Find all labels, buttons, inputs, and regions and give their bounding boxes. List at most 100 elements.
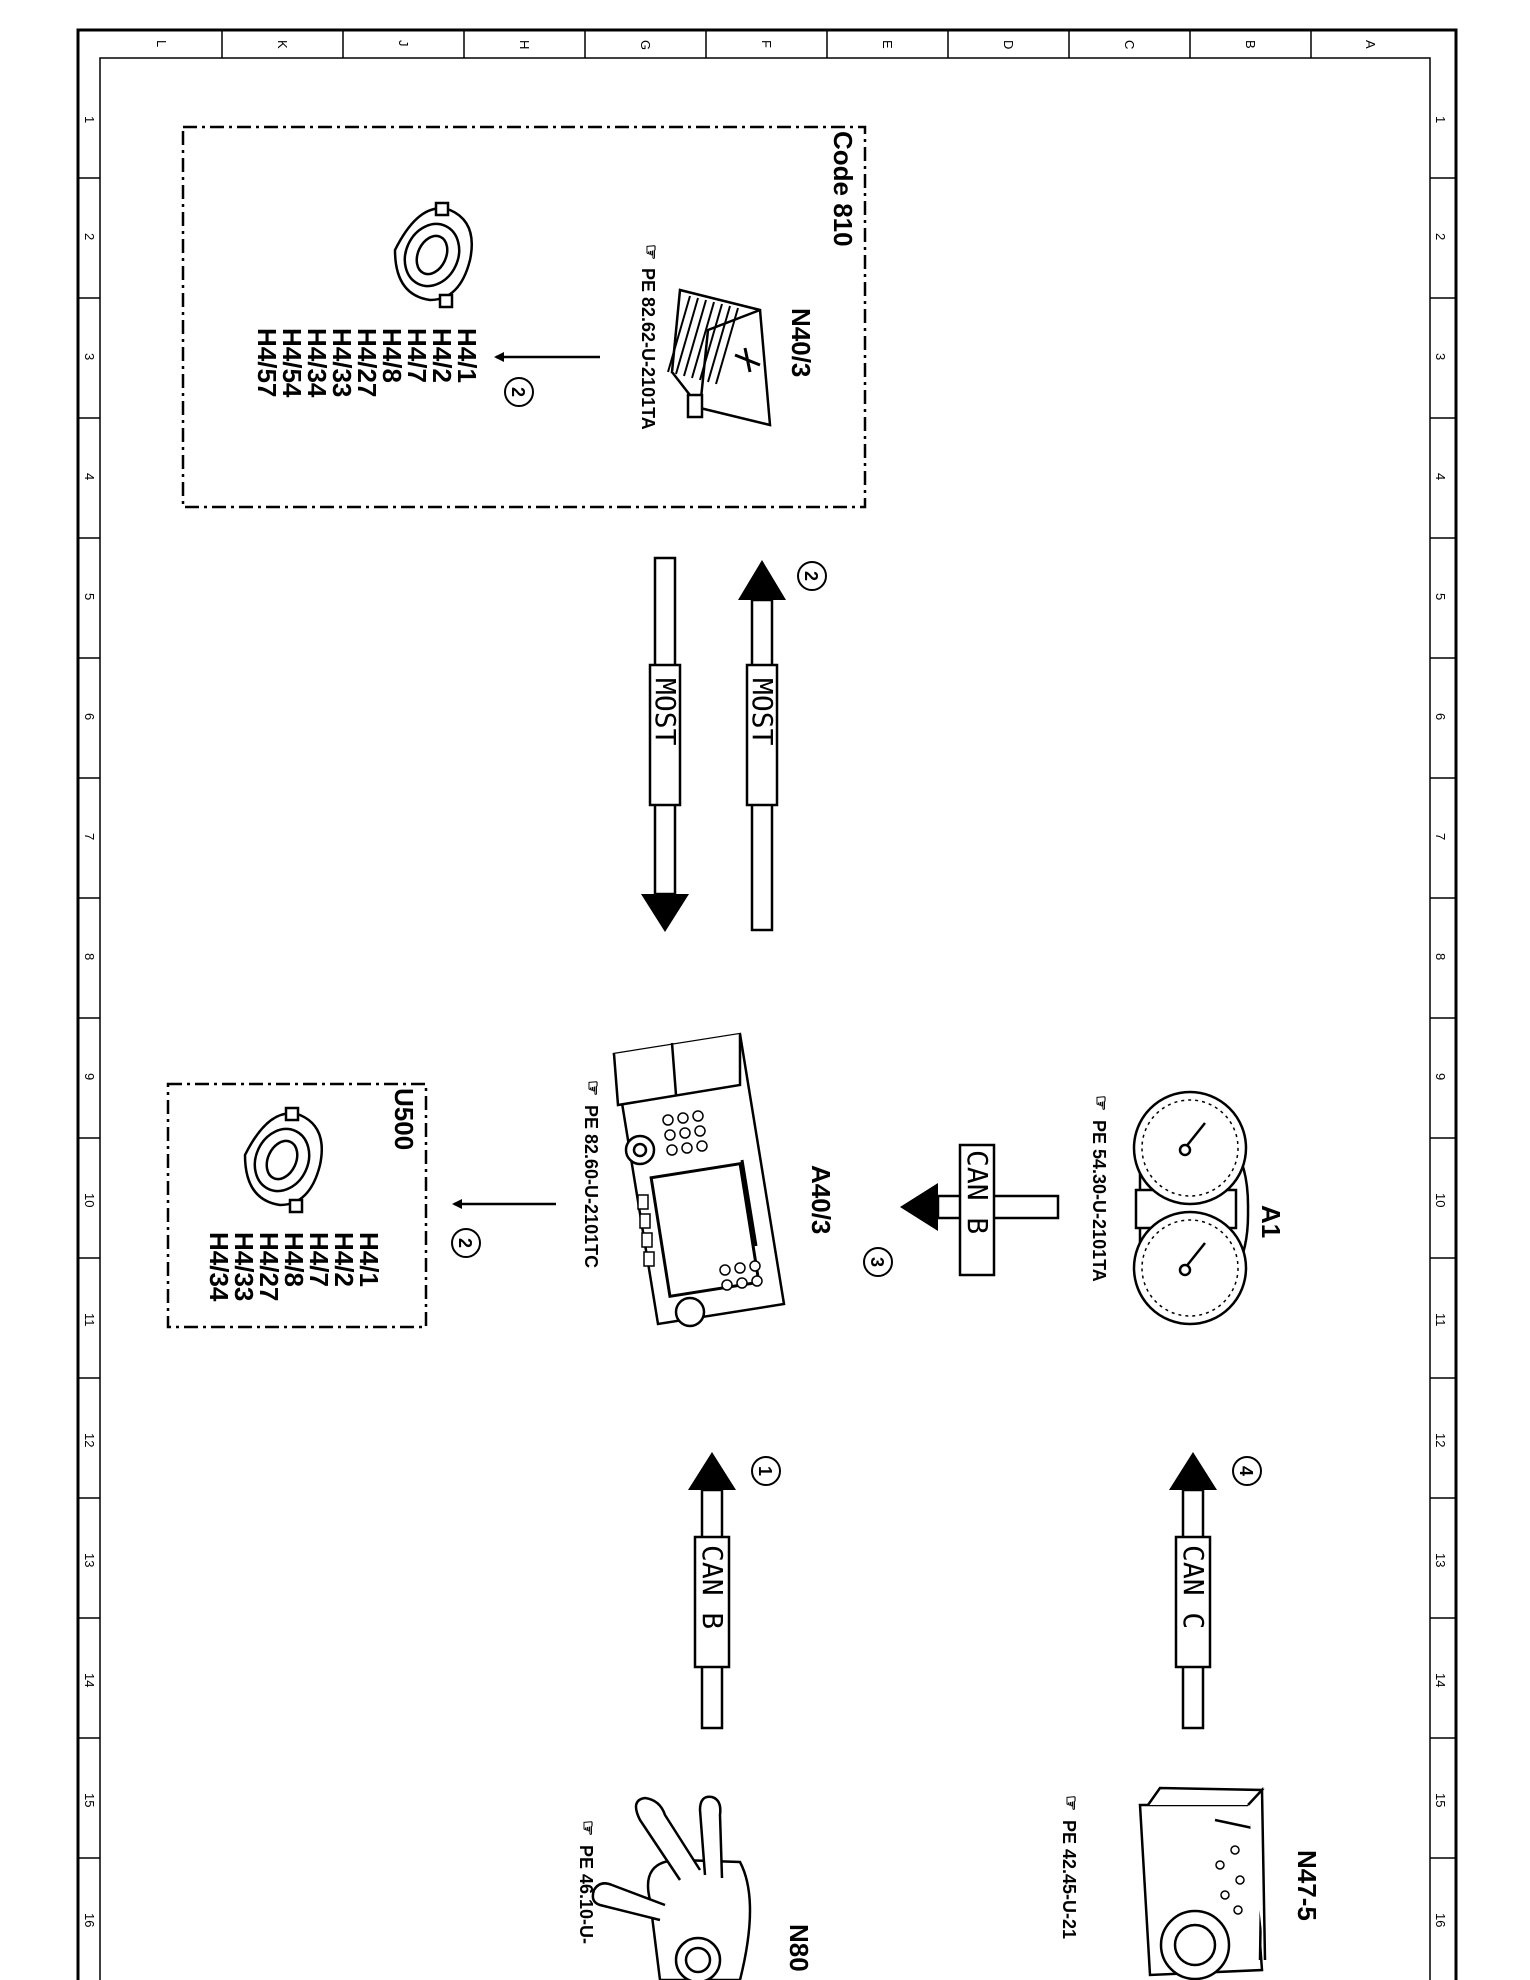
u500-boundary [166,1082,428,1329]
can-c-bus: CAN C [1169,1452,1217,1730]
grid-number: 5 [82,593,97,600]
book-icon: ☞ [578,1820,598,1836]
speaker-id: H4/2 [329,1232,359,1287]
speaker-id: H4/27 [352,328,382,397]
grid-number: 8 [82,953,97,960]
callout-3-label: 3 [867,1257,887,1267]
a40-3-pe-reference: PE 82.60-U-2101TC [581,1105,601,1268]
grid-number: 12 [1433,1433,1448,1447]
speaker-id: H4/57 [252,328,282,397]
grid-letter: L [154,40,169,47]
speaker-id: H4/2 [427,328,457,383]
grid-letter: F [759,40,774,48]
book-icon: ☞ [583,1080,603,1096]
u500-label: U500 [389,1088,419,1150]
callout-1 [751,1456,781,1486]
n80-steering-column-icon [591,1795,752,1980]
code-810-label: Code 810 [828,131,858,247]
speaker-id: H4/8 [279,1232,309,1287]
grid-number: 10 [1433,1193,1448,1207]
grid-number: 10 [82,1193,97,1207]
callout-2-top [504,377,534,407]
grid-numbers: 1 2 3 4 5 6 7 8 9 10 11 12 13 14 15 16 1… [82,116,1448,1927]
grid-number: 6 [1433,713,1448,720]
speaker-id: H4/54 [277,328,307,398]
callout-3 [863,1247,893,1277]
a40-3-label: A40/3 [806,1165,836,1234]
a1-pe-reference: PE 54.30-U-2101TA [1089,1120,1109,1282]
grid-number: 13 [82,1553,97,1567]
grid-number: 9 [1433,1073,1448,1080]
sheet-border [76,28,1458,1980]
grid-number: 2 [1433,233,1448,240]
can-b-n80-label: CAN B [696,1545,729,1629]
grid-number: 13 [1433,1553,1448,1567]
grid-number: 4 [82,473,97,480]
top-speaker-list: H4/1 H4/2 H4/7 H4/8 H4/27 H4/33 H4/34 H4… [252,328,482,398]
speaker-id: H4/1 [354,1232,384,1287]
most-down-label: MOST [649,678,682,746]
callout-2-most [797,561,827,591]
a1-label: A1 [1256,1205,1286,1238]
grid-number: 7 [82,833,97,840]
grid-number: 7 [1433,833,1448,840]
grid-letter: J [396,40,411,47]
n80-label: N80 [784,1924,814,1972]
grid-letter: A [1363,40,1378,49]
book-icon: ☞ [1091,1095,1111,1111]
grid-number: 15 [1433,1793,1448,1807]
callout-4 [1232,1456,1262,1486]
grid-number: 5 [1433,593,1448,600]
row-ticks [78,177,1456,1859]
callout-2-most-label: 2 [801,571,821,581]
speaker-icon [243,1106,324,1214]
a1-instrument-cluster-icon [1132,1090,1250,1326]
grid-number: 9 [82,1073,97,1080]
grid-number: 14 [1433,1673,1448,1687]
n40-3-pe-reference: PE 82.62-U-2101TA [638,268,658,430]
can-b-bus-a1: CAN B [900,1143,1060,1277]
grid-letter: E [880,40,895,49]
letter-strip [221,30,1312,58]
callout-4-label: 4 [1236,1466,1256,1476]
grid-letters: L K J H G F E D C B A [154,40,1378,50]
grid-number: 2 [82,233,97,240]
bottom-speaker-list: H4/1 H4/2 H4/7 H4/8 H4/27 H4/33 H4/34 [204,1232,384,1302]
book-icon: ☞ [1061,1795,1081,1811]
speaker-id: H4/34 [302,328,332,398]
callout-1-label: 1 [755,1466,775,1476]
grid-letter: G [638,40,653,50]
grid-number: 1 [1433,116,1448,123]
grid-number: 15 [82,1793,97,1807]
most-bus-down: MOST [641,556,689,932]
speaker-id: H4/27 [254,1232,284,1301]
speaker-id: H4/7 [402,328,432,383]
callout-2-top-label: 2 [508,387,528,397]
most-bus-up: MOST [738,560,786,932]
callout-2-bottom-label: 2 [455,1238,475,1248]
speaker-id: H4/8 [377,328,407,383]
n47-5-label: N47-5 [1292,1850,1322,1921]
most-up-label: MOST [746,678,779,746]
grid-number: 4 [1433,473,1448,480]
can-b-a1-label: CAN B [961,1150,994,1234]
can-b-bus-n80: CAN B [688,1452,736,1730]
grid-number: 16 [82,1913,97,1927]
n47-5-pe-reference: PE 42.45-U-21 [1059,1820,1079,1939]
can-c-label: CAN C [1177,1545,1210,1629]
n40-3-amplifier-icon [667,288,772,427]
speaker-id: H4/33 [327,328,357,397]
callout-2-bottom [451,1228,481,1258]
grid-number: 11 [1433,1313,1448,1327]
speaker-id: H4/34 [204,1232,234,1302]
code-810-boundary [181,125,867,509]
speaker-id: H4/7 [304,1232,334,1287]
speaker-id: H4/33 [229,1232,259,1301]
book-icon: ☞ [641,244,661,260]
grid-number: 3 [82,353,97,360]
grid-number: 12 [82,1433,97,1447]
a40-3-headunit-icon [612,1032,786,1328]
grid-letter: B [1243,40,1258,49]
n47-5-esp-unit-icon [1138,1786,1267,1980]
